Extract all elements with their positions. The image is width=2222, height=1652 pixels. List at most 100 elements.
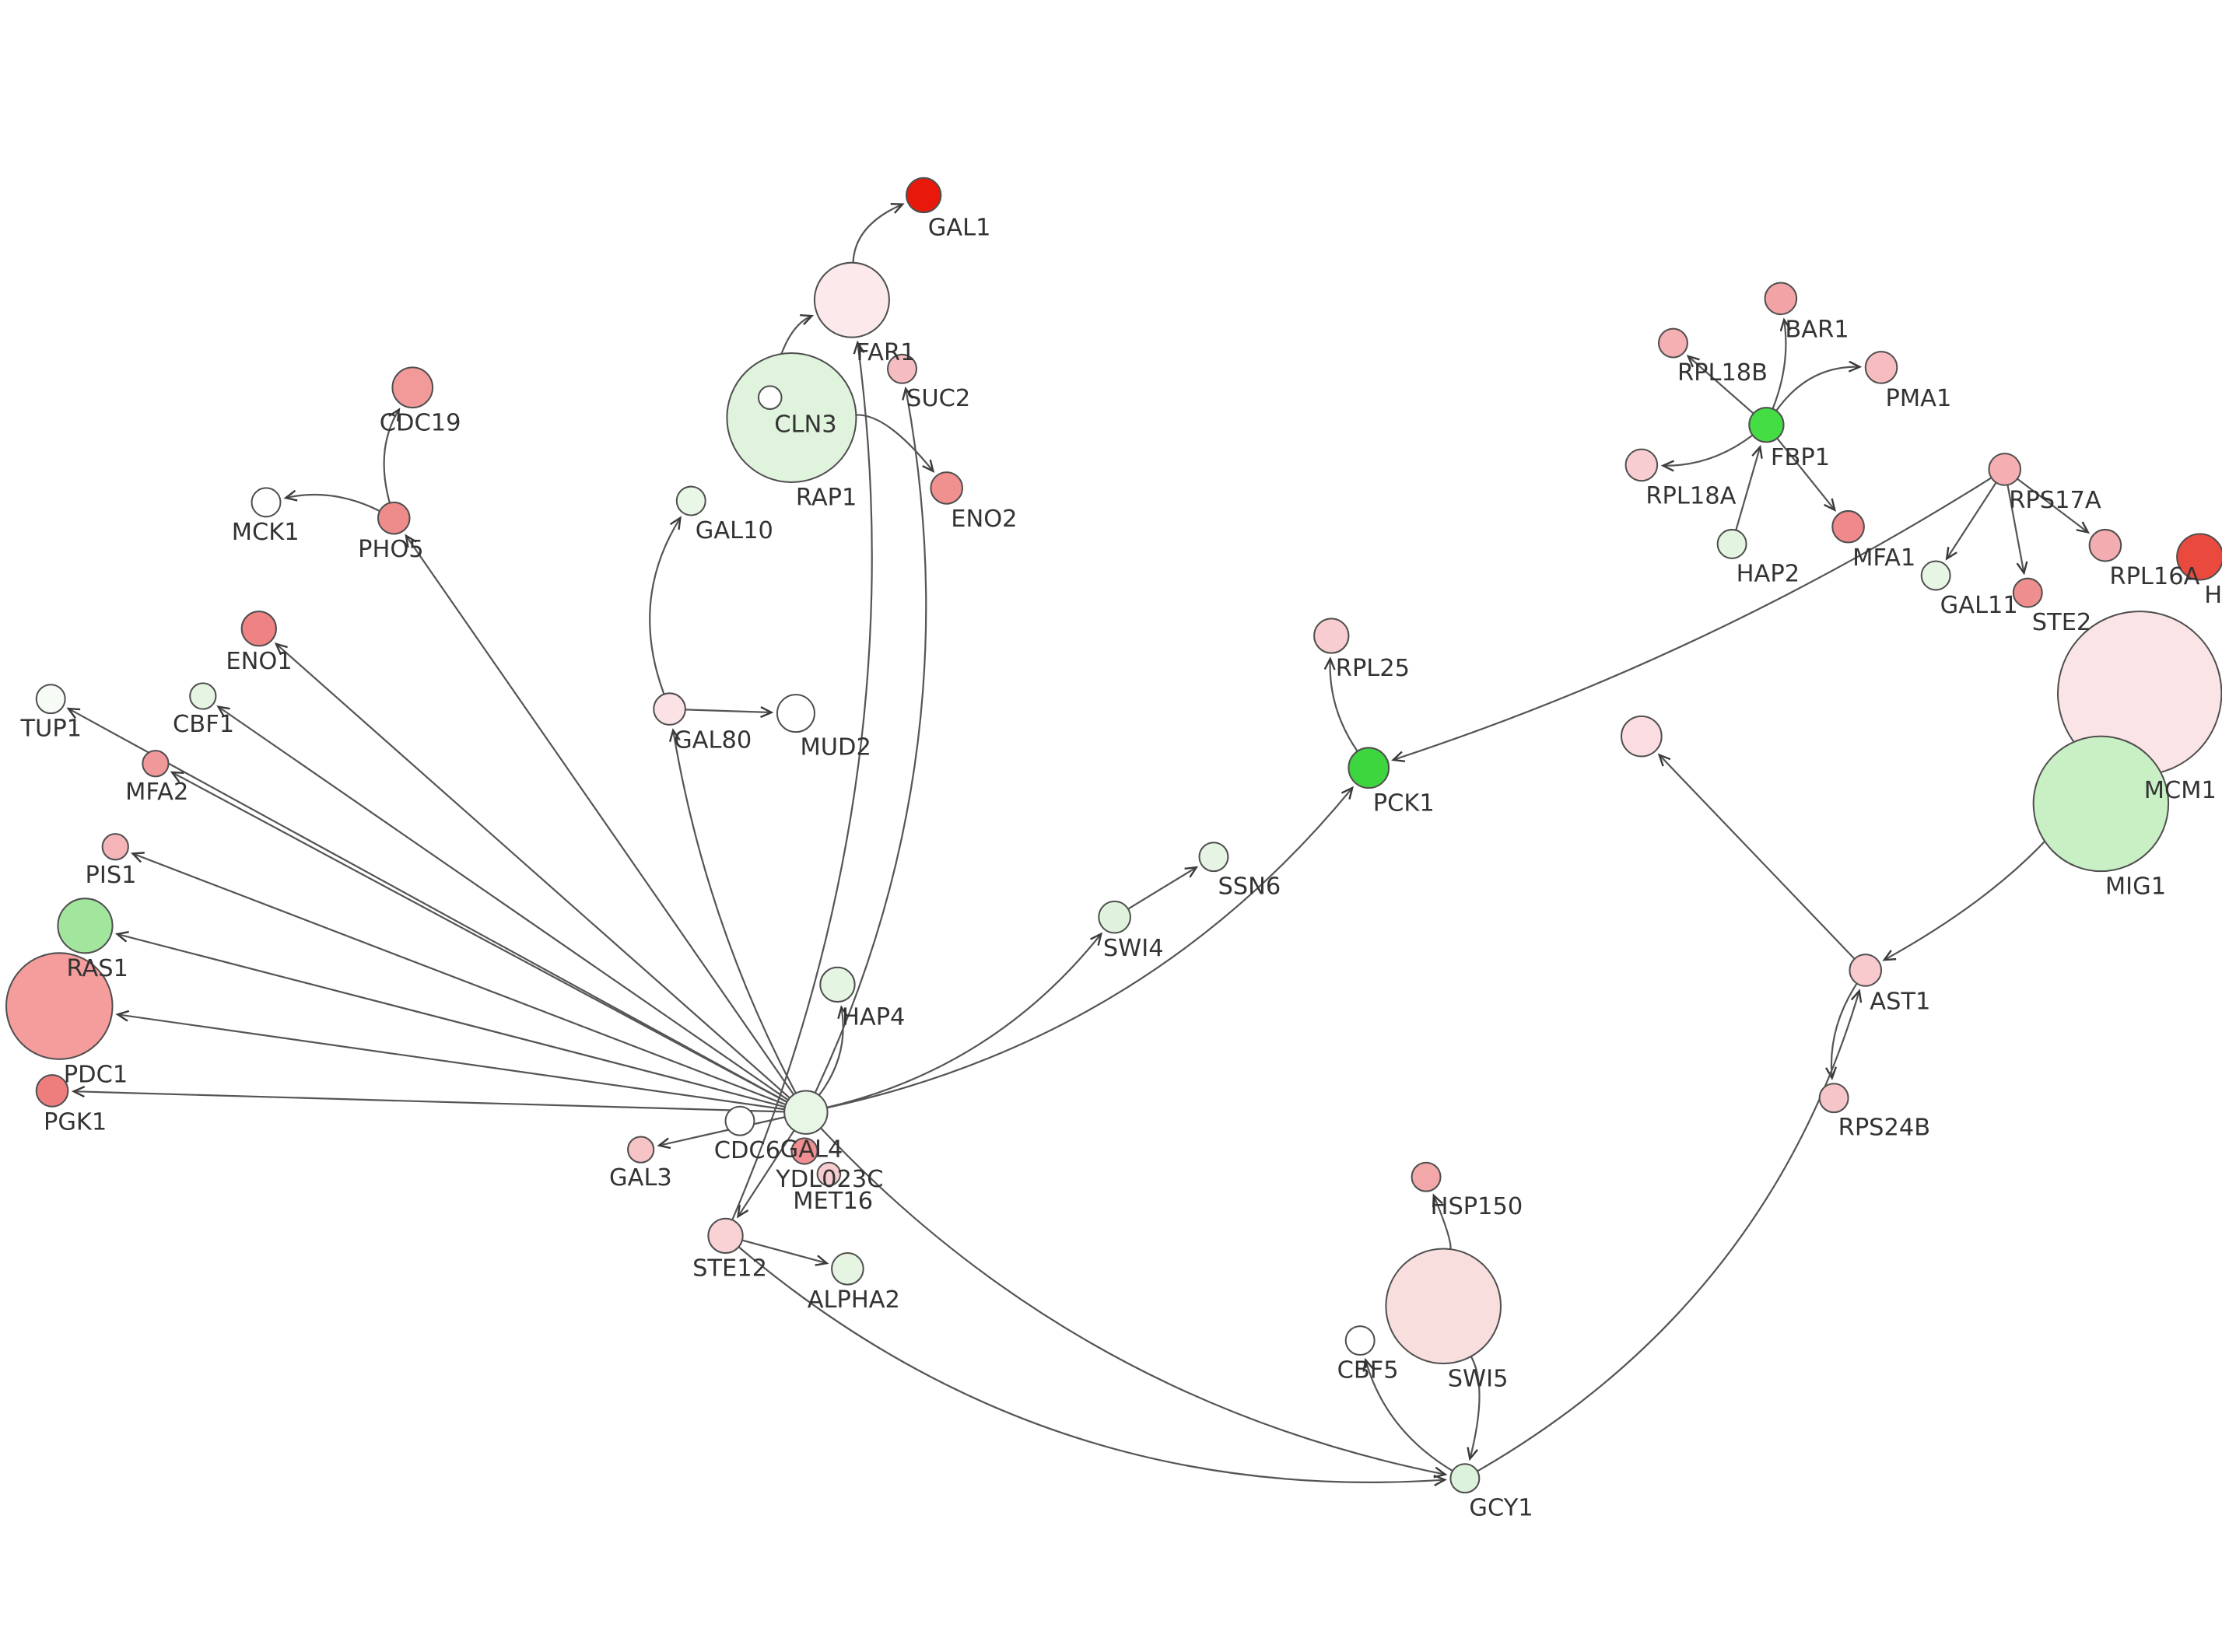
edge-ast1-unlabeled1[interactable]	[1659, 755, 1856, 960]
edge-rps17a-rpl16a[interactable]	[2017, 478, 2088, 533]
node-GAL10[interactable]	[675, 485, 706, 516]
node-label-RPS17A: RPS17A	[2009, 487, 2101, 514]
node-RPL25[interactable]	[1313, 618, 1350, 654]
edge-gal4-pis1[interactable]	[133, 853, 787, 1106]
node-MCK1[interactable]	[251, 487, 282, 518]
node-ENO1[interactable]	[240, 611, 277, 647]
edge-fbp1-pma1[interactable]	[1775, 367, 1859, 411]
node-SWI5[interactable]	[1385, 1248, 1502, 1365]
edge-fbp1-bar1[interactable]	[1772, 320, 1786, 409]
edge-far1-gal1[interactable]	[852, 205, 902, 263]
edge-swi5-hsp150[interactable]	[1434, 1195, 1452, 1250]
node-GAL3[interactable]	[627, 1136, 655, 1164]
node-unlabeled1[interactable]	[1621, 715, 1663, 758]
edge-gal80-mud2[interactable]	[685, 709, 772, 712]
node-label-PCK1: PCK1	[1373, 790, 1435, 817]
edge-gal4-mfa2[interactable]	[172, 772, 788, 1104]
node-RAS1[interactable]	[57, 898, 114, 954]
edge-hap2-fbp1[interactable]	[1735, 447, 1760, 530]
node-GAL11[interactable]	[1920, 560, 1951, 591]
node-PIS1[interactable]	[101, 833, 129, 861]
edge-gal80-gal10[interactable]	[649, 518, 680, 695]
node-PGK1[interactable]	[35, 1074, 69, 1108]
edge-fbp1-mfa1[interactable]	[1776, 437, 1835, 510]
node-label-CBF5: CBF5	[1337, 1357, 1399, 1384]
edge-gal4-gal80[interactable]	[673, 730, 797, 1094]
edge-rps17a-pck1[interactable]	[1393, 477, 1992, 760]
node-STE2[interactable]	[2012, 577, 2043, 608]
node-RPL18A[interactable]	[1624, 448, 1659, 482]
node-MUD2[interactable]	[776, 694, 815, 733]
edge-gal4-gcy1[interactable]	[820, 1127, 1446, 1474]
edge-ste12-gcy1[interactable]	[738, 1246, 1446, 1482]
node-RPS24B[interactable]	[1818, 1083, 1849, 1114]
edge-rps17a-ste2[interactable]	[2006, 485, 2024, 572]
edge-gal4-hap4[interactable]	[818, 1007, 843, 1096]
edge-pho5-cdc19[interactable]	[383, 409, 399, 503]
edge-swi5-gcy1[interactable]	[1470, 1356, 1481, 1459]
node-FAR1[interactable]	[813, 261, 890, 338]
node-PCK1[interactable]	[1348, 747, 1390, 789]
node-PMA1[interactable]	[1864, 351, 1898, 384]
edge-gal4-cbf1[interactable]	[219, 707, 789, 1101]
node-FBP1[interactable]	[1748, 407, 1785, 443]
edge-gcy1-ast1[interactable]	[1477, 991, 1859, 1472]
node-GAL80[interactable]	[653, 692, 686, 726]
node-ALPHA2[interactable]	[831, 1251, 864, 1286]
node-CBF1[interactable]	[189, 682, 217, 710]
edge-gal4-ras1[interactable]	[117, 934, 786, 1108]
node-SUC2[interactable]	[887, 353, 917, 384]
node-SSN6[interactable]	[1198, 842, 1229, 873]
node-ENO2[interactable]	[930, 471, 964, 505]
edge-gal4-pck1[interactable]	[826, 788, 1352, 1109]
node-label-RPS24B: RPS24B	[1838, 1115, 1930, 1142]
node-RPS17A[interactable]	[1988, 453, 2022, 486]
node-MET16[interactable]	[816, 1161, 842, 1187]
edge-gal4-eno1[interactable]	[276, 644, 790, 1099]
edge-fbp1-rpl18b[interactable]	[1688, 356, 1754, 415]
edge-gcy1-cbf5[interactable]	[1365, 1360, 1453, 1472]
edge-gal4-suc2[interactable]	[814, 389, 927, 1094]
edge-gal4-ste12[interactable]	[738, 1129, 795, 1216]
node-AST1[interactable]	[1849, 954, 1883, 987]
node-HAP4[interactable]	[819, 966, 856, 1003]
node-SWI4[interactable]	[1098, 900, 1131, 934]
edge-gal4-pho5[interactable]	[406, 536, 795, 1096]
node-MFA2[interactable]	[142, 750, 170, 778]
node-RPL18B[interactable]	[1657, 327, 1688, 359]
edge-rap1-eno2[interactable]	[856, 414, 933, 471]
node-CDC19[interactable]	[391, 366, 434, 409]
node-HSP150[interactable]	[1411, 1161, 1442, 1192]
node-GAL4[interactable]	[783, 1090, 829, 1135]
node-CBF5[interactable]	[1344, 1325, 1376, 1356]
node-label-STE12: STE12	[692, 1255, 767, 1283]
node-CDC6[interactable]	[724, 1105, 755, 1136]
node-HAP2[interactable]	[1716, 528, 1747, 559]
edge-ste12-alpha2[interactable]	[741, 1239, 827, 1264]
node-GCY1[interactable]	[1449, 1463, 1481, 1494]
node-RPL16A[interactable]	[2088, 528, 2122, 562]
node-GAL1[interactable]	[906, 177, 942, 214]
node-BAR1[interactable]	[1764, 282, 1798, 316]
node-TUP1[interactable]	[35, 684, 66, 715]
edge-gal4-swi4[interactable]	[826, 934, 1101, 1108]
edge-ste12-far1[interactable]	[731, 342, 873, 1220]
edge-pho5-mck1[interactable]	[286, 495, 380, 513]
edge-rps17a-gal11[interactable]	[1947, 481, 1997, 558]
node-MIG1[interactable]	[2032, 735, 2170, 873]
edge-fbp1-rpl18a[interactable]	[1663, 434, 1754, 466]
node-PHO5[interactable]	[377, 501, 411, 535]
node-STE12[interactable]	[707, 1217, 744, 1255]
node-CLN3[interactable]	[757, 385, 783, 410]
node-YDL023C[interactable]	[790, 1137, 818, 1165]
edge-gal4-pgk1[interactable]	[74, 1091, 785, 1113]
edge-gal4-pdc1[interactable]	[117, 1014, 785, 1111]
edge-pck1-rpl25[interactable]	[1330, 659, 1358, 752]
edge-swi4-ssn6[interactable]	[1127, 867, 1197, 910]
node-PDC1[interactable]	[5, 952, 114, 1060]
node-MFA1[interactable]	[1831, 509, 1865, 544]
node-RAP1[interactable]	[726, 352, 857, 484]
edge-gal4-tup1[interactable]	[68, 709, 788, 1103]
node-HIS4[interactable]	[2176, 533, 2222, 581]
